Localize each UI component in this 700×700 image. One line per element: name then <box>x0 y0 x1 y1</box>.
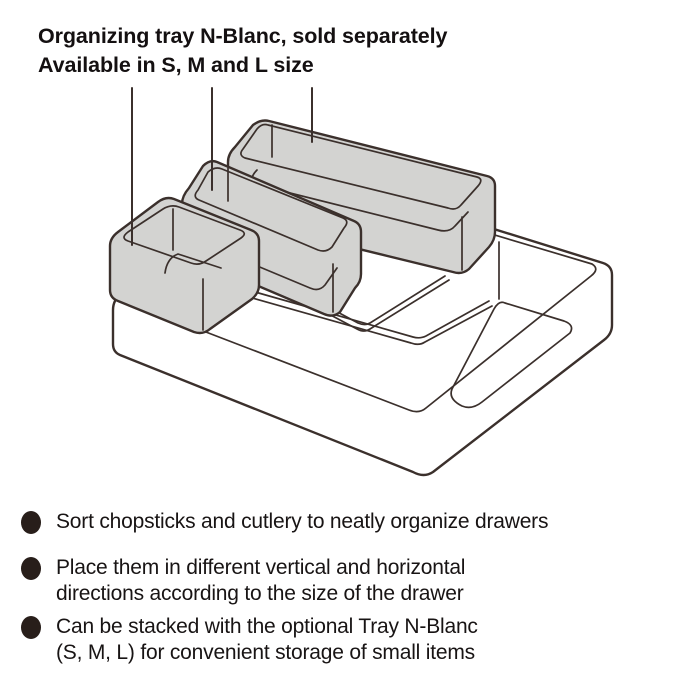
feature-text: Can be stacked with the optional Tray N-… <box>56 614 478 665</box>
tray-art <box>108 87 614 477</box>
annotation-line-2: Available in S, M and L size <box>38 52 314 77</box>
right-compartment-floor <box>450 301 573 409</box>
tray-l-inner-rim <box>240 123 482 210</box>
feature-list: Sort chopsticks and cutlery to neatly or… <box>21 509 689 667</box>
tray-s-floor-line <box>164 253 222 274</box>
feature-item: Sort chopsticks and cutlery to neatly or… <box>21 509 689 536</box>
bullet-dot-icon <box>21 511 41 534</box>
annotation-line-1: Organizing tray N-Blanc, sold separately <box>38 24 448 48</box>
feature-text: Sort chopsticks and cutlery to neatly or… <box>56 510 549 533</box>
annotation-header: Organizing tray N-Blanc, sold separately… <box>38 22 448 79</box>
tray-s-inner-rim <box>123 205 246 265</box>
feature-item: Can be stacked with the optional Tray N-… <box>21 614 689 667</box>
divider-middle-line-outer <box>256 275 450 332</box>
bullet-dot-icon <box>21 556 41 580</box>
feature-text: Place them in different vertical and hor… <box>56 555 466 606</box>
tray-s <box>108 196 261 335</box>
divider-front-line-outer <box>223 289 493 346</box>
tray-s-body <box>108 196 261 335</box>
feature-item: Place them in different vertical and hor… <box>21 555 689 608</box>
leader-lines <box>131 87 313 246</box>
divider-front-line-inner <box>226 283 490 339</box>
bullet-dot-icon <box>21 615 41 639</box>
tray-l <box>226 119 497 275</box>
tray-m-inner-rim <box>194 167 348 252</box>
tray-l-body <box>226 119 497 275</box>
divider-middle-line-inner <box>258 269 446 326</box>
